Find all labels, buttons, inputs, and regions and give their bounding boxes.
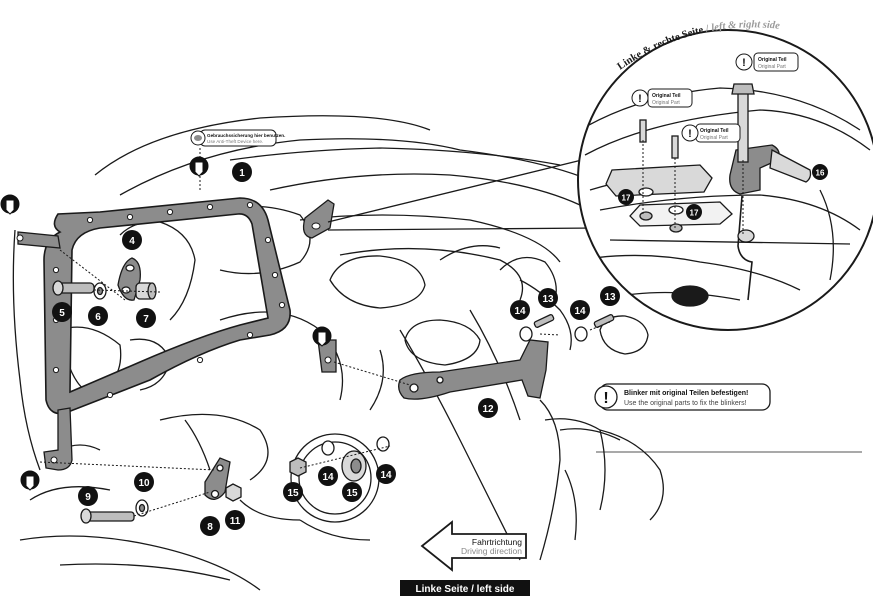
- badge-6: 6: [88, 306, 108, 326]
- badge-16: 16: [812, 164, 828, 180]
- svg-text:!: !: [638, 93, 642, 105]
- svg-text:7: 7: [143, 314, 149, 325]
- svg-text:1: 1: [239, 168, 245, 179]
- badge-17a: 17: [618, 189, 634, 205]
- badge-7: 7: [136, 308, 156, 328]
- badge-8: 8: [200, 516, 220, 536]
- warning-de: Blinker mit original Teilen befestigen!: [624, 390, 748, 397]
- glue-drop-icons: [0, 156, 332, 491]
- svg-text:13: 13: [604, 292, 616, 303]
- side-label-text: Linke Seite / left side: [416, 584, 515, 595]
- svg-text:16: 16: [816, 169, 825, 178]
- driving-direction-arrow: Fahrtrichtung Driving direction: [420, 520, 527, 572]
- original-part-de-2: Original Teil: [652, 93, 681, 99]
- side-carrier-frame: [16, 197, 337, 471]
- original-part-tag-1: ! Original Teil Original Part: [735, 52, 799, 72]
- part-badges: 1 4 5 6 7 8 9 10 11 12 13 13 14 14 14 14…: [52, 162, 828, 536]
- glue-bottle-icon: [194, 135, 202, 141]
- warning-box: ! Blinker mit original Teilen befestigen…: [594, 383, 771, 411]
- glue-icon-right: [312, 326, 332, 347]
- svg-text:17: 17: [690, 209, 699, 218]
- badge-15a: 15: [283, 482, 303, 502]
- thread-lock-en: Use Anti-Theft Device here.: [207, 139, 263, 144]
- original-part-tag-3: ! Original Teil Original Part: [681, 123, 741, 143]
- svg-text:13: 13: [542, 294, 554, 305]
- svg-text:8: 8: [207, 522, 213, 533]
- badge-15b: 15: [342, 482, 362, 502]
- assembly-lines: [39, 148, 611, 517]
- original-part-tag-2: ! Original Teil Original Part: [631, 88, 693, 108]
- badge-14b: 14: [570, 300, 590, 320]
- badge-13b: 13: [600, 286, 620, 306]
- original-part-de-1: Original Teil: [758, 57, 787, 63]
- badge-4: 4: [122, 230, 142, 250]
- warning-icon: !: [603, 390, 608, 407]
- side-label: Linke Seite / left side: [400, 580, 530, 596]
- svg-text:11: 11: [230, 516, 241, 527]
- original-part-en-1: Original Part: [758, 64, 786, 70]
- svg-text:17: 17: [622, 194, 631, 203]
- glue-icon-left: [0, 194, 20, 215]
- svg-text:6: 6: [95, 312, 101, 323]
- badge-12: 12: [478, 398, 498, 418]
- svg-text:12: 12: [482, 404, 494, 415]
- svg-text:14: 14: [380, 470, 392, 481]
- svg-text:15: 15: [287, 488, 299, 499]
- badge-14a: 14: [510, 300, 530, 320]
- badge-14c: 14: [318, 466, 338, 486]
- svg-text:5: 5: [59, 308, 65, 319]
- badge-14d: 14: [376, 464, 396, 484]
- direction-de: Fahrtrichtung: [472, 537, 522, 547]
- svg-text:!: !: [742, 57, 746, 69]
- badge-1: 1: [232, 162, 252, 182]
- badge-5: 5: [52, 302, 72, 322]
- original-part-en-2: Original Part: [652, 100, 680, 106]
- zoom-title-sep: /: [702, 23, 712, 35]
- thread-lock-de: Gebrauchssicherung hier benutzen.: [207, 133, 285, 138]
- badge-13a: 13: [538, 288, 558, 308]
- warning-en: Use the original parts to fix the blinke…: [624, 400, 747, 407]
- svg-text:14: 14: [574, 306, 586, 317]
- svg-text:14: 14: [322, 472, 334, 483]
- badge-11: 11: [225, 510, 245, 530]
- badge-10: 10: [134, 472, 154, 492]
- svg-text:10: 10: [138, 478, 150, 489]
- badge-9: 9: [78, 486, 98, 506]
- zoom-title-en: left & right side: [710, 19, 780, 34]
- thread-lock-note: Gebrauchssicherung hier benutzen. Use An…: [190, 129, 285, 147]
- original-part-en-3: Original Part: [700, 135, 728, 141]
- svg-text:4: 4: [129, 236, 135, 247]
- glue-icon-bottom: [20, 470, 40, 491]
- original-part-de-3: Original Teil: [700, 128, 729, 134]
- small-parts: [52, 257, 615, 524]
- glue-icon-top: [189, 156, 209, 177]
- svg-text:9: 9: [85, 492, 91, 503]
- direction-en: Driving direction: [461, 546, 522, 556]
- svg-text:!: !: [688, 128, 692, 140]
- svg-text:15: 15: [346, 488, 358, 499]
- badge-17b: 17: [686, 204, 702, 220]
- svg-text:14: 14: [514, 306, 526, 317]
